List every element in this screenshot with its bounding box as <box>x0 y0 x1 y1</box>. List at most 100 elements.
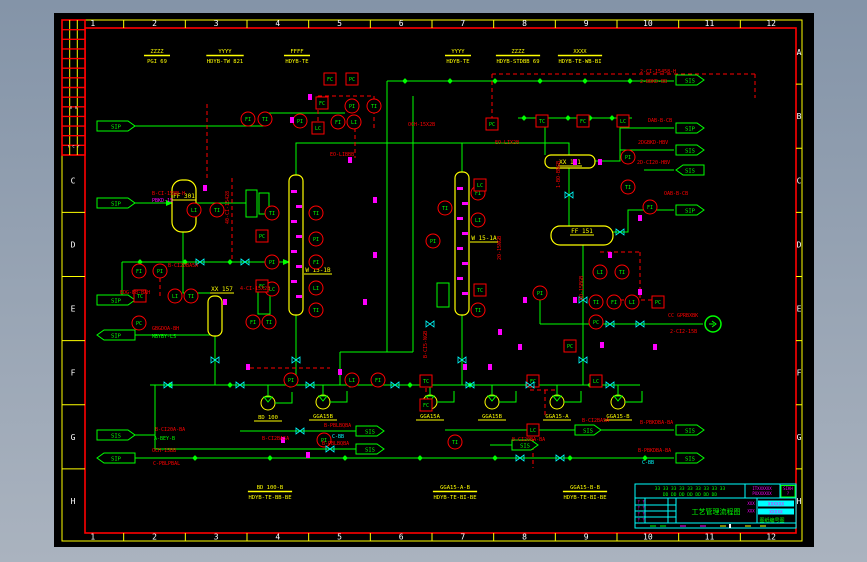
line-label: EO-LIBBB <box>330 152 354 158</box>
connector-flag <box>675 122 705 134</box>
instrument-circle <box>532 285 548 301</box>
instrument-tag: FI <box>611 300 617 306</box>
instrument-bubble <box>588 314 604 330</box>
equipment-shell-w-15-1b <box>288 174 304 316</box>
pump-impeller <box>262 396 274 403</box>
connector-flag-label: SIS <box>685 149 695 155</box>
instrument-bubble <box>152 263 168 279</box>
instrument-bubble <box>344 98 360 114</box>
pipe-fitting-tick <box>417 455 423 461</box>
instrument-bubble <box>308 302 324 318</box>
connector-flag-label: SIS <box>111 434 121 440</box>
line-label: B-CI2BA5A <box>262 436 289 442</box>
line-label: 2D-CI20-HBV <box>637 160 670 166</box>
instrument-tag: FC <box>319 101 325 107</box>
instrument-square <box>255 279 269 293</box>
instrument-circle <box>592 264 608 280</box>
valve-icon <box>295 427 305 435</box>
instrument-tag: PC <box>655 300 661 306</box>
equipment-w-15-1a <box>454 171 498 316</box>
instrument-tag: PI <box>288 378 294 384</box>
instrument-box <box>563 339 577 353</box>
valve-icon <box>578 356 588 364</box>
instrument-tag: LC <box>315 126 321 132</box>
instrument-square <box>419 374 433 388</box>
pipe-fitting-tick <box>402 78 408 84</box>
instrument-circle <box>131 263 147 279</box>
instrument-tag: TI <box>475 308 481 314</box>
equipment-label-w-15-1a: W 15-1A <box>471 235 497 242</box>
grid-column-number-top: 7 <box>460 19 465 28</box>
instrument-circle <box>470 212 486 228</box>
grid-column-number-top: 10 <box>643 19 653 28</box>
grid-column-number-top: 6 <box>399 19 404 28</box>
title-block-rev-cell: ? ? <box>637 518 645 523</box>
instrument-circle <box>642 199 658 215</box>
instrument-tag: PI <box>313 237 319 243</box>
instrument-circle <box>152 263 168 279</box>
flow-arrow <box>283 259 290 265</box>
pipe-fitting-tick <box>167 382 173 388</box>
instrument-tag: LC <box>620 119 626 125</box>
instrument-circle <box>588 294 604 310</box>
instrument-circle <box>366 98 382 114</box>
instrument-box <box>315 96 329 110</box>
actuator-mark <box>306 452 310 458</box>
line-label: B-PBLBQBA <box>324 423 351 429</box>
pipe-fitting-tick <box>627 78 633 84</box>
process-pipe <box>295 142 570 175</box>
grid-row-letter-left: H <box>71 497 76 506</box>
offpage-connector-15 <box>675 424 705 436</box>
line-label: CC GPRBXBK <box>668 313 698 319</box>
title-block-drawing-title: 工艺管理流程图 <box>692 507 741 516</box>
pipe-fitting-tick <box>227 259 233 265</box>
instrument-tag: PI <box>269 260 275 266</box>
grid-column-number-top: 9 <box>584 19 589 28</box>
instrument-circle <box>344 372 360 388</box>
instrument-square <box>133 289 147 303</box>
grid-column-number-top: 12 <box>766 19 776 28</box>
grid-column-number-bottom: 11 <box>705 533 715 542</box>
instrument-bubble <box>642 199 658 215</box>
instrument-circle <box>261 314 277 330</box>
instrument-circle <box>346 114 362 130</box>
grid-row-letter-left: E <box>71 305 76 314</box>
instrument-bubble <box>264 205 280 221</box>
instrument-tag: FC <box>327 77 333 83</box>
instrument-tag: LI <box>313 286 319 292</box>
title-block-bar-text: XXXXXX <box>768 502 785 508</box>
revision-table <box>61 19 86 156</box>
instrument-square <box>473 178 487 192</box>
instrument-square <box>535 114 549 128</box>
grid-row-letter-right: E <box>797 305 802 314</box>
exit-connector-arrow-icon <box>709 320 717 328</box>
actuator-mark <box>373 252 377 258</box>
instrument-circle <box>308 302 324 318</box>
instrument-bubble <box>606 294 622 310</box>
offpage-connector-2 <box>96 294 136 306</box>
connector-flag-label: SIP <box>111 125 122 131</box>
line-label: GBGDOA-BH <box>152 326 179 332</box>
instrument-circle <box>330 114 346 130</box>
pipe-fitting-tick <box>342 455 348 461</box>
grid-row-letter-right: D <box>797 240 802 249</box>
instrument-bubble <box>588 294 604 310</box>
offpage-connector-10 <box>675 204 705 216</box>
tray-mark <box>291 190 297 193</box>
connector-flag-label: SIS <box>685 79 695 85</box>
grid-column-number-bottom: 7 <box>460 533 465 542</box>
instrument-tag: TC <box>423 379 429 385</box>
instrument-square <box>616 114 630 128</box>
line-label: 4-CI-15X2B <box>240 286 270 292</box>
instrument-bubble <box>425 233 441 249</box>
actuator-mark <box>598 159 602 165</box>
title-block-bar-label2: XXX <box>747 509 755 514</box>
stream-header-bottom: PGI 69 <box>147 59 167 65</box>
instrument-circle <box>264 254 280 270</box>
pump-casing <box>484 394 500 410</box>
grid-row-letter-left: F <box>71 369 76 378</box>
valve-icon <box>305 381 315 389</box>
tray-mark <box>291 250 297 253</box>
title-block-bar-label: XXX <box>747 501 755 506</box>
